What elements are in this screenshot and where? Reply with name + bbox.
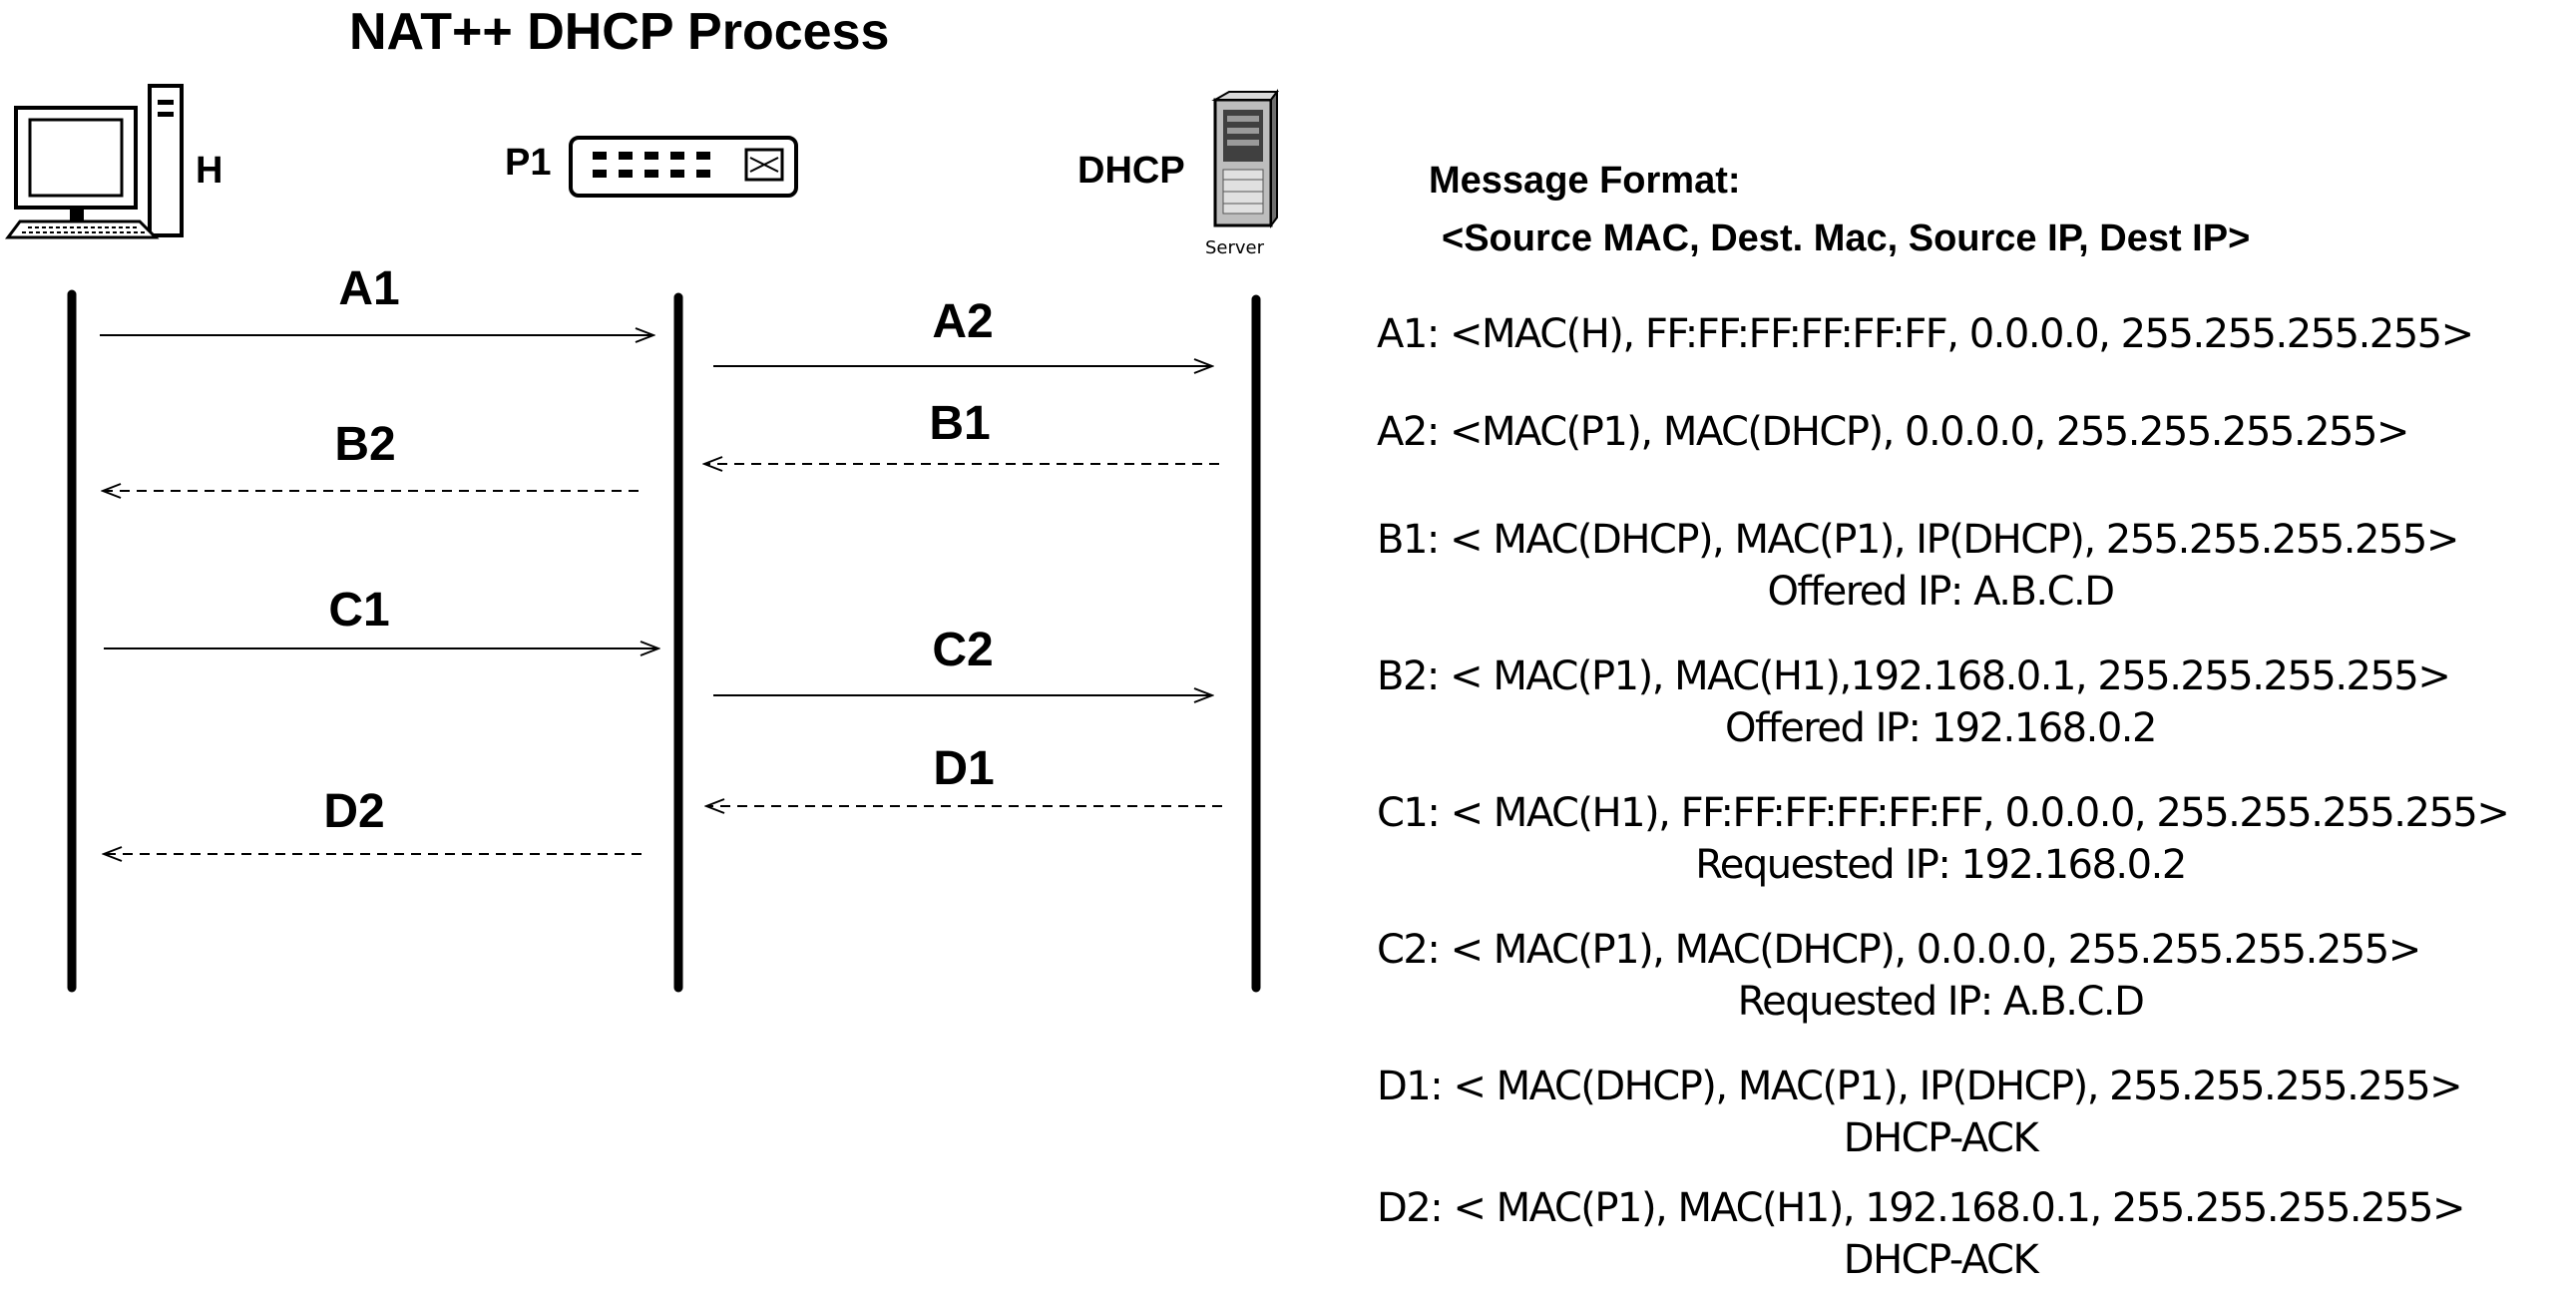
definition-note: Offered IP: 192.168.0.2 [1725,705,2157,751]
definition-text: B2: < MAC(P1), MAC(H1),192.168.0.1, 255.… [1377,653,2451,699]
network-switch-icon [569,136,798,198]
message-label-b2: B2 [334,418,396,471]
message-format-heading: Message Format: [1429,160,1741,202]
definition-c1: C1: < MAC(H1), FF:FF:FF:FF:FF:FF, 0.0.0.… [1377,790,2564,888]
definition-note: DHCP-ACK [1843,1115,2039,1161]
definition-b2: B2: < MAC(P1), MAC(H1),192.168.0.1, 255.… [1377,653,2564,751]
definition-text: A1: <MAC(H), FF:FF:FF:FF:FF:FF, 0.0.0.0,… [1377,311,2474,357]
definition-note: Requested IP: A.B.C.D [1737,979,2145,1025]
message-format-fields: <Source MAC, Dest. Mac, Source IP, Dest … [1442,217,2251,259]
definition-a2: A2: <MAC(P1), MAC(DHCP), 0.0.0.0, 255.25… [1377,409,2564,455]
definition-text: A2: <MAC(P1), MAC(DHCP), 0.0.0.0, 255.25… [1377,409,2409,455]
definition-c2: C2: < MAC(P1), MAC(DHCP), 0.0.0.0, 255.2… [1377,927,2564,1025]
actor-label-dhcp: DHCP [1077,150,1185,192]
actor-label-p1: P1 [505,142,552,184]
definition-d2: D2: < MAC(P1), MAC(H1), 192.168.0.1, 255… [1377,1185,2564,1283]
actor-label-h: H [196,150,223,192]
message-label-d2: D2 [323,785,385,838]
message-label-d1: D1 [933,742,995,795]
definition-note: DHCP-ACK [1843,1237,2039,1283]
definition-a1: A1: <MAC(H), FF:FF:FF:FF:FF:FF, 0.0.0.0,… [1377,311,2564,357]
message-label-c2: C2 [932,624,994,676]
server-caption: Server [1205,237,1265,258]
message-label-a1: A1 [338,262,400,315]
message-label-c1: C1 [328,584,390,637]
diagram-title: NAT++ DHCP Process [349,3,890,61]
message-label-b1: B1 [929,397,991,450]
definition-text: B1: < MAC(DHCP), MAC(P1), IP(DHCP), 255.… [1377,517,2459,563]
definition-text: D1: < MAC(DHCP), MAC(P1), IP(DHCP), 255.… [1377,1064,2463,1109]
definition-note: Offered IP: A.B.C.D [1767,569,2115,615]
definition-text: C2: < MAC(P1), MAC(DHCP), 0.0.0.0, 255.2… [1377,927,2421,973]
definition-text: D2: < MAC(P1), MAC(H1), 192.168.0.1, 255… [1377,1185,2465,1231]
server-tower-icon [1211,89,1279,228]
definition-note: Requested IP: 192.168.0.2 [1695,842,2187,888]
definition-d1: D1: < MAC(DHCP), MAC(P1), IP(DHCP), 255.… [1377,1064,2564,1161]
definition-text: C1: < MAC(H1), FF:FF:FF:FF:FF:FF, 0.0.0.… [1377,790,2510,836]
desktop-computer-icon [5,84,184,239]
definition-b1: B1: < MAC(DHCP), MAC(P1), IP(DHCP), 255.… [1377,517,2564,615]
message-label-a2: A2 [932,295,994,348]
